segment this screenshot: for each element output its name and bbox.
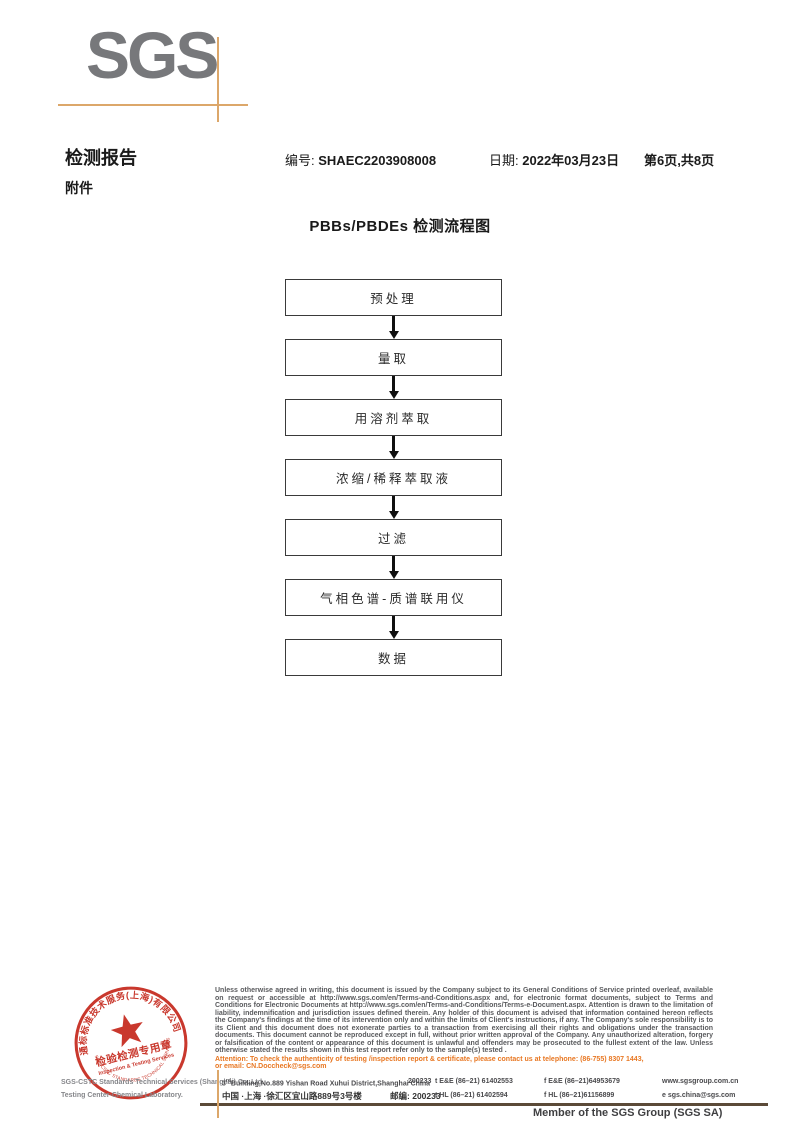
arrow-down-icon bbox=[388, 631, 399, 639]
report-number-label: 编号: bbox=[285, 153, 315, 168]
report-number: 编号: SHAEC2203908008 bbox=[285, 150, 436, 169]
footer-cropmark-vertical bbox=[217, 1070, 219, 1118]
address-row-cn: 中国 ·上海 ·徐汇区宜山路889号3号楼 邮编: 200233 t HL (8… bbox=[222, 1090, 782, 1102]
flow-step-measure: 量取 bbox=[285, 339, 502, 376]
sgs-logo: SGS bbox=[86, 18, 219, 92]
flowchart: 预处理 量取 用溶剂萃取 浓缩/稀释萃取液 过滤 气相色谱-质谱联用仪 数据 bbox=[285, 279, 502, 676]
postcode-cn-label: 邮编: bbox=[390, 1091, 410, 1101]
postcode-en: 200233 bbox=[408, 1078, 432, 1085]
phone-hl: t HL (86–21) 61402594 bbox=[435, 1092, 508, 1099]
company-name-block: SGS-CSTC Standards Technical Services (S… bbox=[61, 1076, 264, 1102]
flow-step-gcms: 气相色谱-质谱联用仪 bbox=[285, 579, 502, 616]
address-cn: 中国 ·上海 ·徐汇区宜山路889号3号楼 bbox=[222, 1091, 362, 1101]
fax-hl: f HL (86–21)61156899 bbox=[544, 1092, 615, 1099]
arrow-down-icon bbox=[388, 511, 399, 519]
address-en-sup: rd bbox=[225, 1078, 231, 1084]
report-number-value: SHAEC2203908008 bbox=[318, 153, 437, 168]
flow-arrow bbox=[285, 616, 502, 639]
fax-ee: f E&E (86–21)64953679 bbox=[544, 1078, 620, 1085]
page-title: 检测报告 bbox=[65, 148, 137, 168]
website: www.sgsgroup.com.cn bbox=[662, 1078, 739, 1085]
address-en-prefix: 3 bbox=[222, 1080, 226, 1088]
arrow-down-icon bbox=[388, 391, 399, 399]
report-date: 日期: 2022年03月23日 bbox=[489, 150, 619, 169]
star-icon bbox=[110, 1014, 143, 1048]
address-row-en: 3rdBuilding,No.889 Yishan Road Xuhui Dis… bbox=[222, 1078, 782, 1090]
report-date-value: 2022年03月23日 bbox=[522, 153, 620, 168]
inspection-stamp-seal: 通标标准技术服务(上海)有限公司 SGS-CSTC STANDARDS TECH… bbox=[66, 978, 188, 1100]
logo-cropmark-vertical bbox=[217, 37, 219, 122]
arrow-shaft bbox=[392, 376, 395, 391]
attention-line2: or email: CN.Doccheck@sgs.com bbox=[215, 1063, 327, 1070]
company-name-line2: Testing Center-Chemical Laboratory. bbox=[61, 1092, 183, 1099]
arrow-down-icon bbox=[388, 331, 399, 339]
flow-step-filter: 过滤 bbox=[285, 519, 502, 556]
flowchart-title: PBBs/PBDEs 检测流程图 bbox=[309, 218, 491, 235]
flow-arrow bbox=[285, 376, 502, 399]
flow-step-solvent-extraction: 用溶剂萃取 bbox=[285, 399, 502, 436]
flow-arrow bbox=[285, 556, 502, 579]
email: e sgs.china@sgs.com bbox=[662, 1092, 736, 1099]
attention-notice: Attention: To check the authenticity of … bbox=[215, 1056, 713, 1071]
flow-step-data: 数据 bbox=[285, 639, 502, 676]
arrow-shaft bbox=[392, 556, 395, 571]
flow-arrow bbox=[285, 496, 502, 519]
postcode-cn: 邮编: 200233 bbox=[390, 1090, 441, 1102]
legal-paragraph: Unless otherwise agreed in writing, this… bbox=[215, 987, 713, 1054]
flow-step-pretreatment: 预处理 bbox=[285, 279, 502, 316]
company-name-line1: SGS-CSTC Standards Technical Services (S… bbox=[61, 1079, 264, 1086]
address-en-rest: Building,No.889 Yishan Road Xuhui Distri… bbox=[230, 1080, 431, 1088]
report-date-label: 日期: bbox=[489, 153, 519, 168]
page-indicator: 第6页,共8页 bbox=[644, 150, 714, 169]
flow-arrow bbox=[285, 436, 502, 459]
postcode-cn-value: 200233 bbox=[412, 1091, 441, 1101]
footer-divider bbox=[200, 1103, 768, 1106]
arrow-down-icon bbox=[388, 451, 399, 459]
member-text: Member of the SGS Group (SGS SA) bbox=[533, 1107, 723, 1119]
arrow-shaft bbox=[392, 496, 395, 511]
address-en: 3rdBuilding,No.889 Yishan Road Xuhui Dis… bbox=[222, 1078, 430, 1087]
legal-disclaimer: Unless otherwise agreed in writing, this… bbox=[215, 987, 713, 1071]
arrow-down-icon bbox=[388, 571, 399, 579]
attachment-label: 附件 bbox=[65, 180, 93, 196]
arrow-shaft bbox=[392, 436, 395, 451]
page-indicator-value: 第6页,共8页 bbox=[644, 153, 715, 168]
phone-ee: t E&E (86–21) 61402553 bbox=[435, 1078, 513, 1085]
arrow-shaft bbox=[392, 616, 395, 631]
logo-cropmark-horizontal bbox=[58, 104, 248, 106]
flow-arrow bbox=[285, 316, 502, 339]
arrow-shaft bbox=[392, 316, 395, 331]
flow-step-concentrate-dilute: 浓缩/稀释萃取液 bbox=[285, 459, 502, 496]
attention-line1: Attention: To check the authenticity of … bbox=[215, 1055, 644, 1063]
